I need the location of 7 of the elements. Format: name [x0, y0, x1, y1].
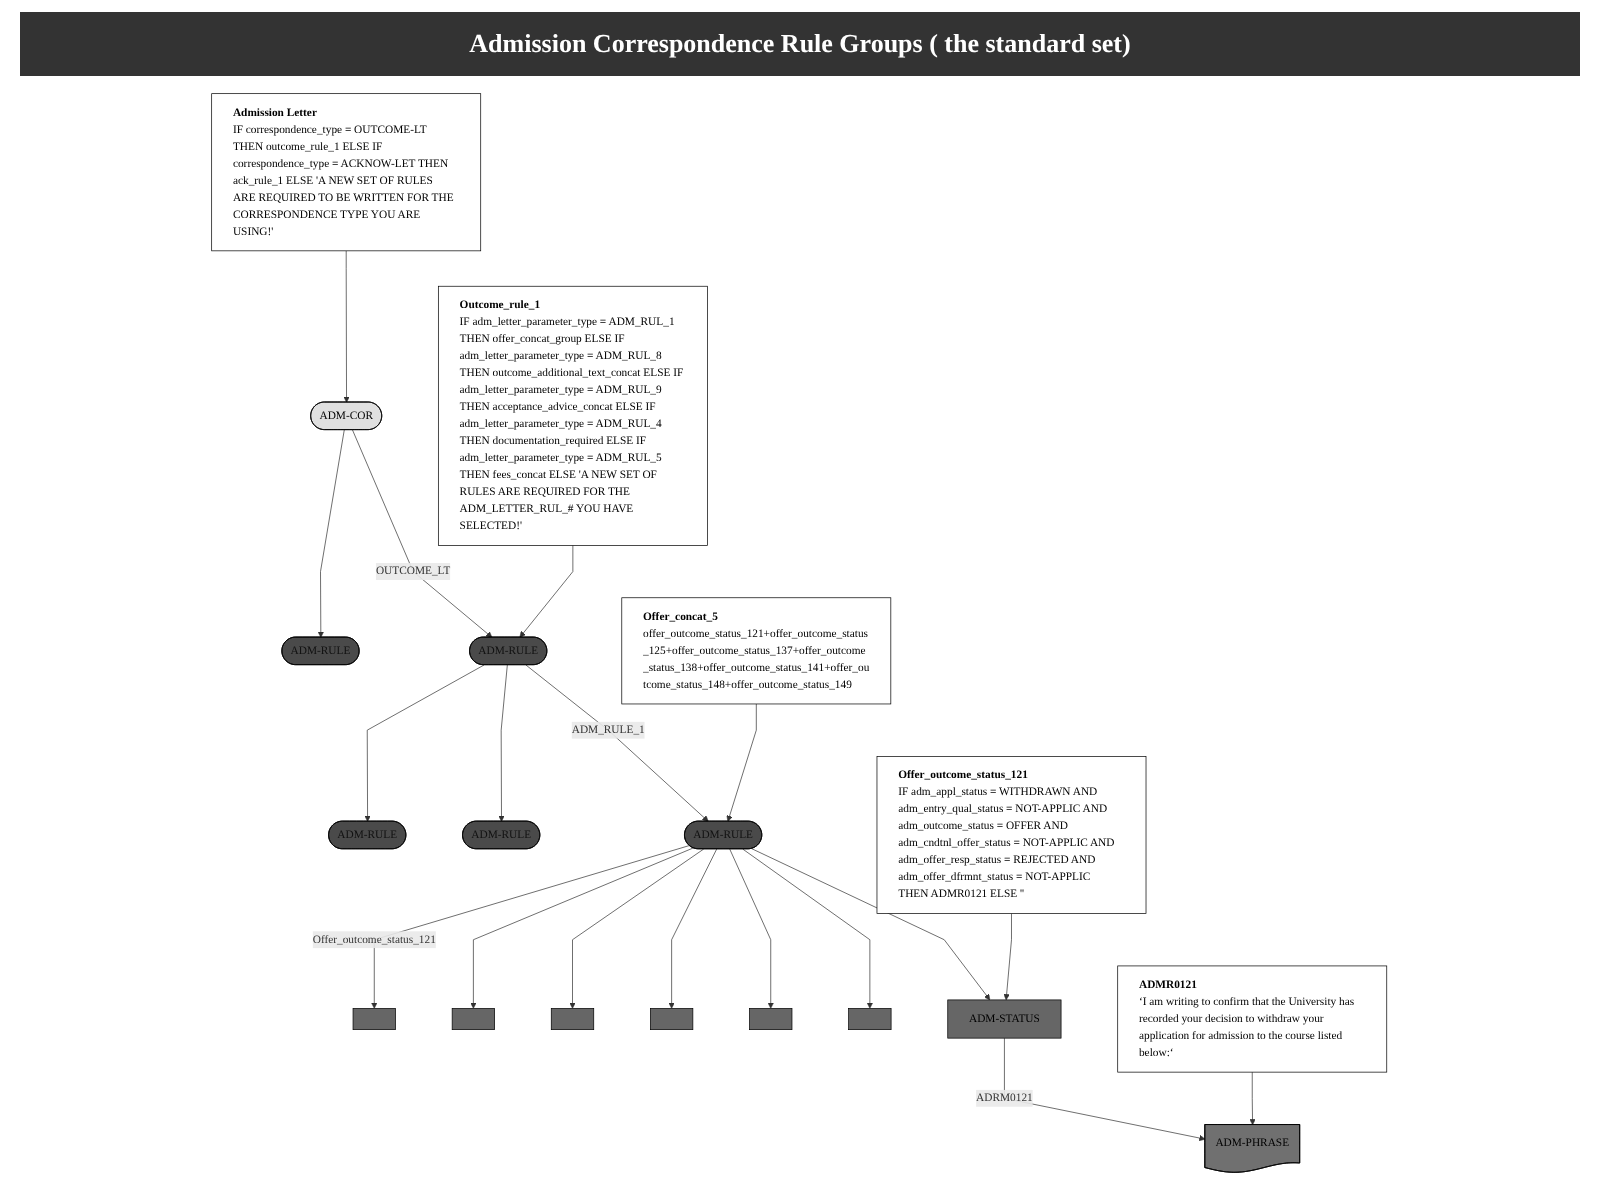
node-box	[353, 1008, 397, 1030]
node-box	[650, 1008, 694, 1030]
node-box	[749, 1008, 794, 1030]
title-bar: Admission Correspondence Rule Groups ( the standard set)	[20, 12, 1580, 76]
node-box	[551, 1008, 595, 1030]
node-box	[849, 1008, 893, 1030]
node-box	[452, 1008, 496, 1030]
